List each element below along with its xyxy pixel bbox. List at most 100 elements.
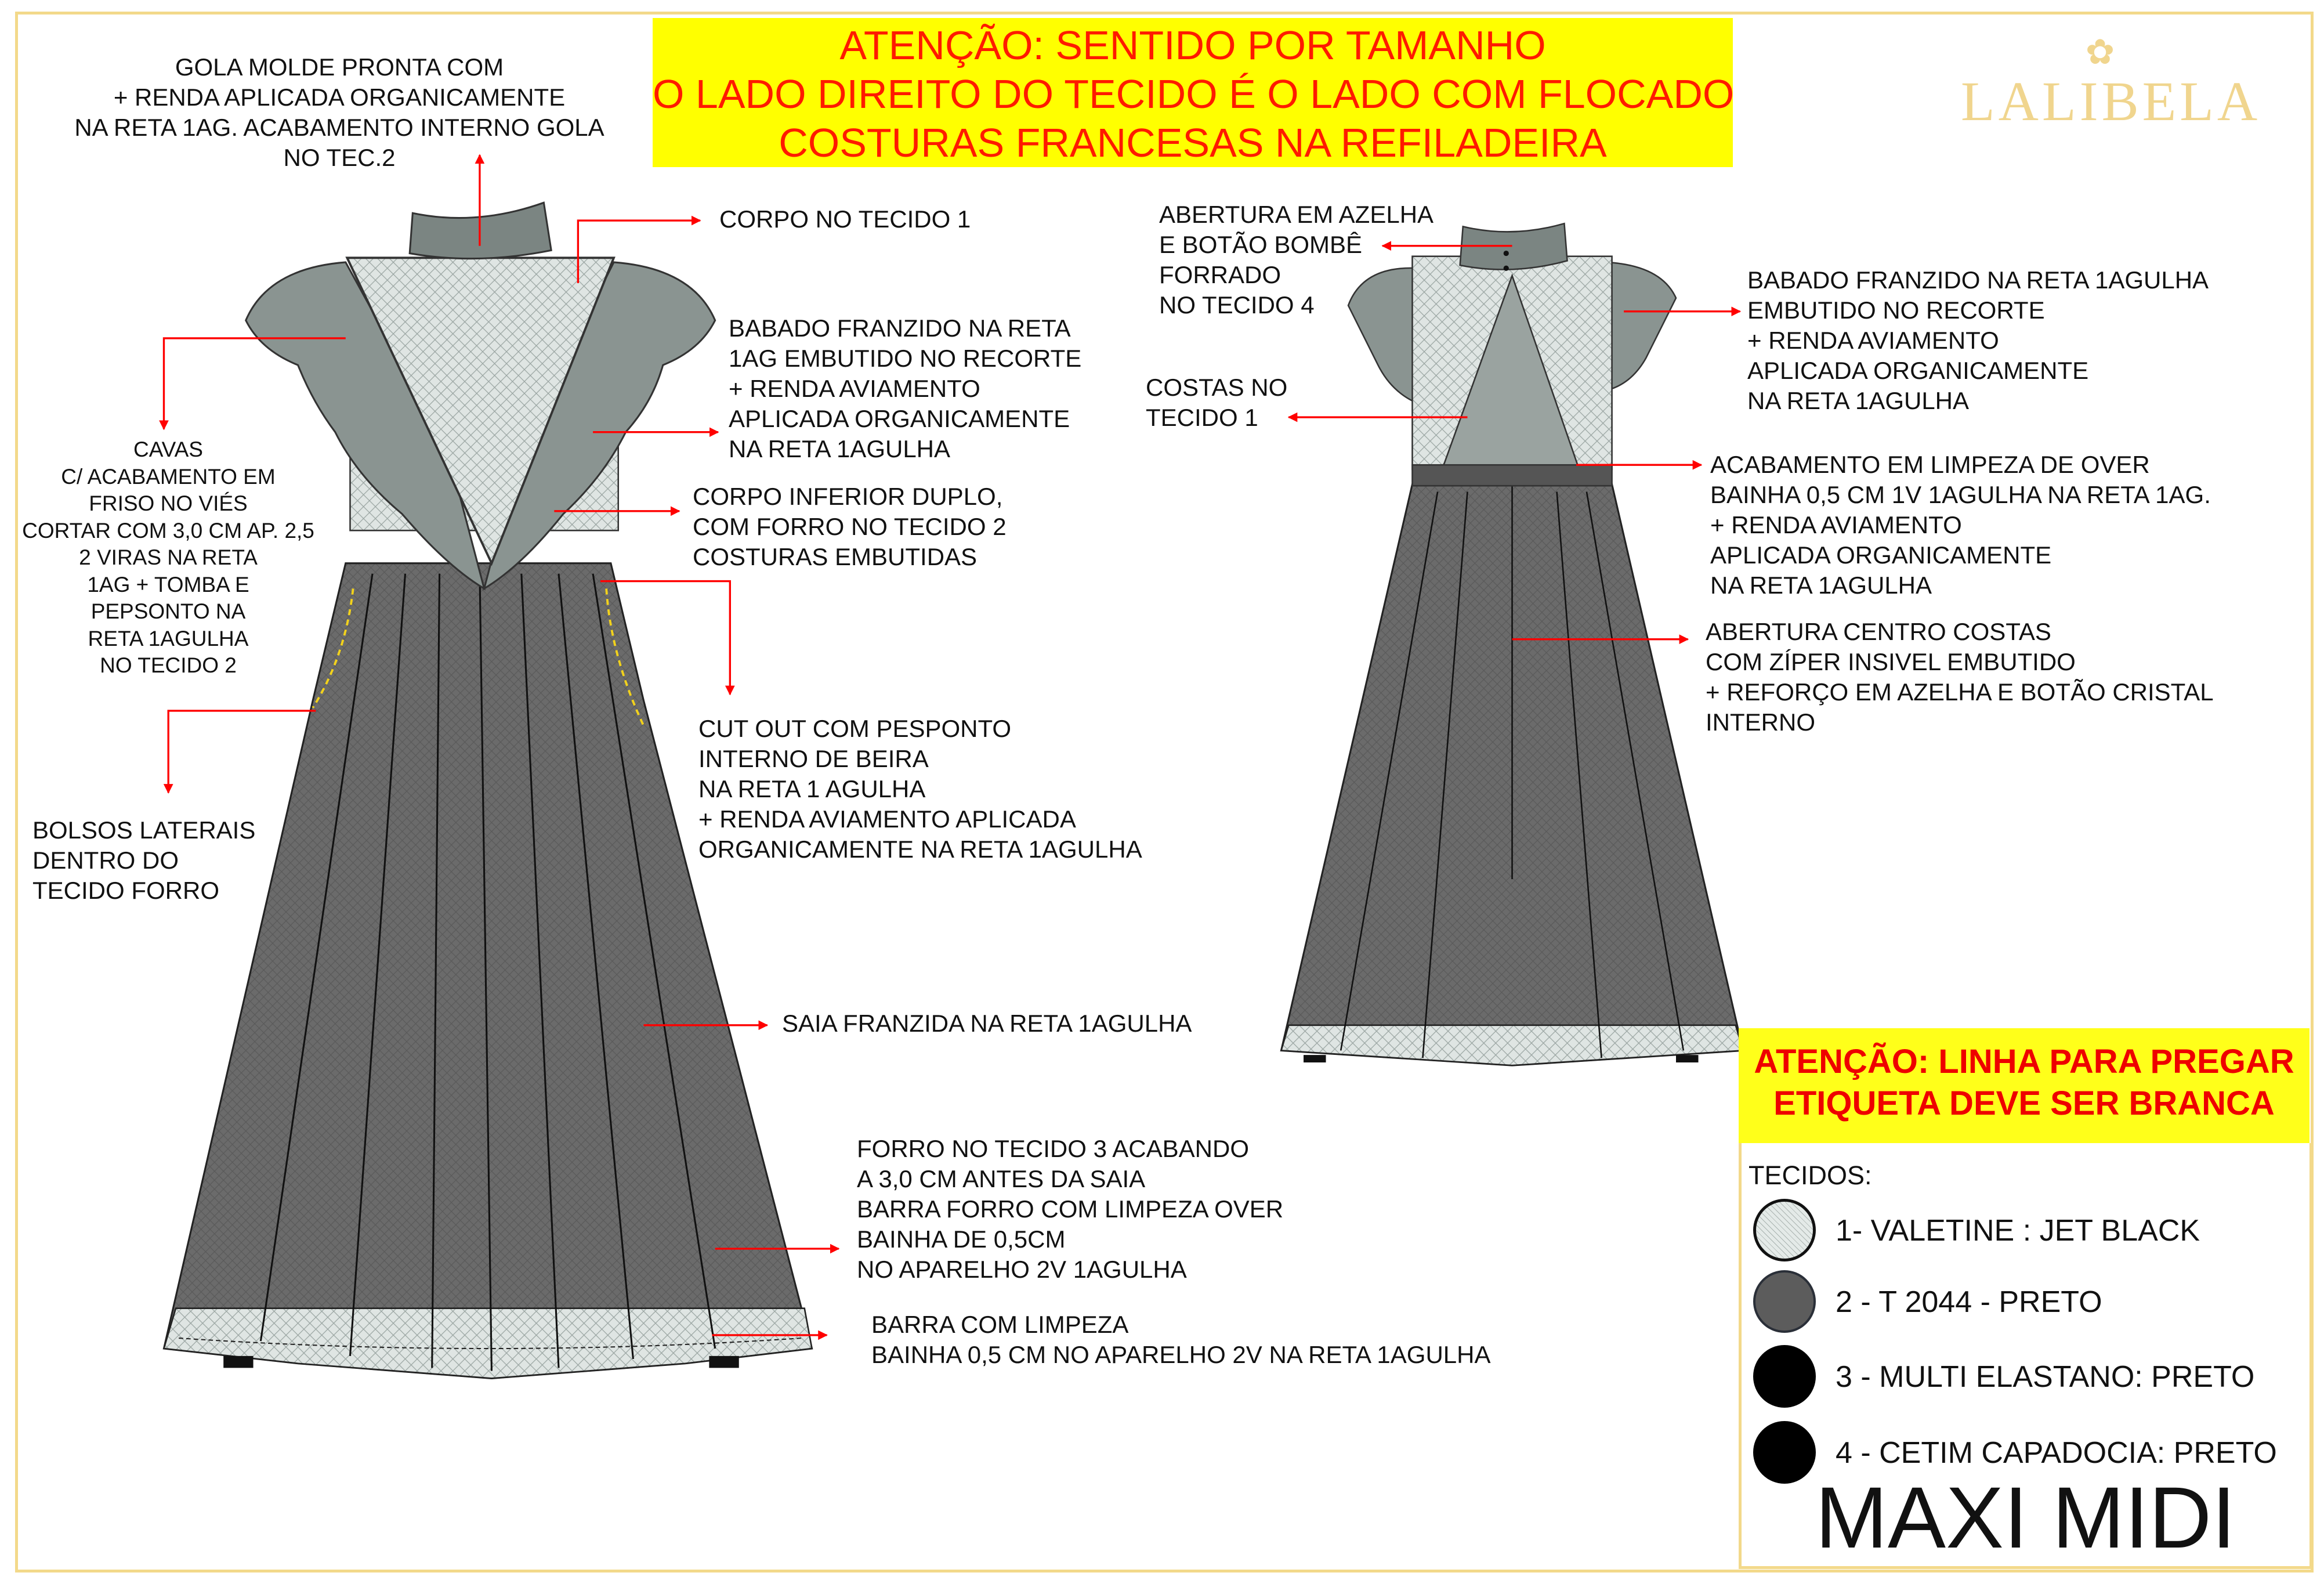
note-line: PEPSONTO NA [91,599,246,623]
note-line: ORGANICAMENTE NA RETA 1AGULHA [698,836,1142,863]
note-line: E BOTÃO BOMBÊ [1159,231,1363,258]
note-line: APLICADA ORGANICAMENTE [1747,357,2089,384]
note-bolsos: BOLSOS LATERAIS DENTRO DO TECIDO FORRO [32,815,255,906]
note-line: EMBUTIDO NO RECORTE [1747,297,2045,324]
button-icon [1503,265,1509,271]
note-cut-out: CUT OUT COM PESPONTO INTERNO DE BEIRA NA… [698,714,1142,865]
brand-logo: ✿ LALIBELA [1961,32,2261,133]
note-line: BAINHA DE 0,5CM [857,1226,1066,1253]
sheet-frame [15,12,2314,1572]
note-line: NA RETA 1AGULHA [729,435,951,462]
logo-text: LALIBELA [1961,70,2261,132]
note-line: TECIDO FORRO [32,877,219,904]
note-line: + RENDA AVIAMENTO [1710,511,1962,538]
legend-label: 1- VALETINE : JET BLACK [1836,1214,2200,1248]
note-line: ABERTURA CENTRO COSTAS [1706,618,2051,645]
notice-line: COSTURAS FRANCESAS NA REFILADEIRA [779,120,1607,165]
legend-item: 1- VALETINE : JET BLACK [1742,1199,2298,1268]
note-line: NO TECIDO 2 [100,653,237,677]
arrow-bolsos [163,710,316,794]
legend-item: 2 - T 2044 - PRETO [1742,1270,2298,1340]
back-ruffle-left [1347,267,1424,407]
note-costas: COSTAS NO TECIDO 1 [1146,373,1287,433]
arrow-cavas [159,337,346,431]
solid-swatch-icon [1753,1421,1816,1484]
fabric-legend: TECIDOS: 1- VALETINE : JET BLACK 2 - T 2… [1739,1143,2312,1569]
back-collar [1459,222,1568,270]
note-line: INTERNO [1706,708,1815,736]
front-skirt [162,562,813,1379]
arrow-cut-out [600,580,735,696]
note-line: TECIDO 1 [1146,404,1258,431]
note-corpo-inferior: CORPO INFERIOR DUPLO, COM FORRO NO TECID… [693,482,1007,572]
note-line: + RENDA AVIAMENTO APLICADA [698,805,1076,833]
note-cavas: CAVAS C/ ACABAMENTO EM FRISO NO VIÉS COR… [6,436,331,679]
legend-label: 3 - MULTI ELASTANO: PRETO [1836,1360,2255,1394]
note-line: CORTAR COM 3,0 CM AP. 2,5 [22,518,314,543]
label-notice: ATENÇÃO: LINHA PARA PREGAR ETIQUETA DEVE… [1739,1028,2309,1143]
note-line: COSTAS NO [1146,374,1288,401]
lace-swatch-icon [1753,1199,1816,1261]
front-hem-lace [162,1307,813,1379]
notice-line: ATENÇÃO: LINHA PARA PREGAR [1754,1043,2294,1080]
note-line: NO APARELHO 2V 1AGULHA [857,1256,1187,1283]
note-line: + RENDA AVIAMENTO [729,375,980,402]
legend-label: 4 - CETIM CAPADOCIA: PRETO [1836,1436,2277,1470]
note-line: APLICADA ORGANICAMENTE [1710,541,2052,569]
button-icon [1503,250,1509,256]
back-waistband [1411,464,1613,487]
model-name: MAXI MIDI [1815,1469,2236,1566]
legend-title: TECIDOS: [1749,1161,1872,1190]
note-line: CAVAS [133,438,203,461]
note-line: NO TECIDO 4 [1159,291,1315,319]
note-line: + RENDA AVIAMENTO [1747,327,1999,354]
note-line: FRISO NO VIÉS [89,491,248,515]
notice-line: O LADO DIREITO DO TECIDO É O LADO COM FL… [653,71,1735,117]
note-line: 2 VIRAS NA RETA [79,545,258,569]
note-line: FORRADO [1159,261,1281,288]
back-ruffle-right [1605,261,1677,392]
note-line: COM FORRO NO TECIDO 2 [693,513,1007,540]
note-forro: FORRO NO TECIDO 3 ACABANDO A 3,0 CM ANTE… [857,1134,1283,1285]
note-line: NA RETA 1AGULHA [1710,572,1932,599]
back-hem-lace [1280,1024,1744,1067]
legend-label: 2 - T 2044 - PRETO [1836,1285,2102,1319]
pocket-line-left [312,588,354,708]
front-ruffle-right [483,261,716,591]
note-corpo: CORPO NO TECIDO 1 [719,204,971,234]
note-line: COM ZÍPER INSIVEL EMBUTIDO [1706,648,2076,675]
note-line: SAIA FRANZIDA NA RETA 1AGULHA [782,1010,1192,1037]
note-babado-front: BABADO FRANZIDO NA RETA 1AG EMBUTIDO NO … [729,313,1081,464]
notice-line: ATENÇÃO: SENTIDO POR TAMANHO [839,23,1546,68]
note-line: GOLA MOLDE PRONTA COM [175,53,504,81]
note-barra: BARRA COM LIMPEZA BAINHA 0,5 CM NO APARE… [871,1310,1490,1370]
note-line: INTERNO DE BEIRA [698,745,929,772]
note-line: NA RETA 1AG. ACABAMENTO INTERNO GOLA [74,114,604,141]
note-line: BABADO FRANZIDO NA RETA [729,314,1071,342]
legend-item: 3 - MULTI ELASTANO: PRETO [1742,1345,2298,1415]
note-line: CUT OUT COM PESPONTO [698,715,1012,742]
note-line: + REFORÇO EM AZELHA E BOTÃO CRISTAL [1706,678,2214,706]
header-notice: ATENÇÃO: SENTIDO POR TAMANHO O LADO DIRE… [653,18,1735,167]
note-gola: GOLA MOLDE PRONTA COM + RENDA APLICADA O… [49,52,629,173]
legend-item: 4 - CETIM CAPADOCIA: PRETO [1742,1421,2298,1491]
note-babado-back: BABADO FRANZIDO NA RETA 1AGULHA EMBUTIDO… [1747,265,2209,416]
note-line: DENTRO DO [32,847,179,874]
note-line: BARRA COM LIMPEZA [871,1311,1129,1338]
solid-swatch-icon [1753,1270,1816,1333]
note-line: FORRO NO TECIDO 3 ACABANDO [857,1135,1249,1162]
note-line: APLICADA ORGANICAMENTE [729,405,1070,432]
note-line: NA RETA 1 AGULHA [698,775,926,802]
note-saia: SAIA FRANZIDA NA RETA 1AGULHA [782,1008,1192,1039]
note-line: RETA 1AGULHA [88,626,249,650]
bee-icon: ✿ [2085,32,2115,71]
note-abertura-centro: ABERTURA CENTRO COSTAS COM ZÍPER INSIVEL… [1706,617,2214,738]
solid-swatch-icon [1753,1345,1816,1408]
note-line: 1AG + TOMBA E [87,572,249,597]
note-line: NA RETA 1AGULHA [1747,387,1970,414]
note-line: C/ ACABAMENTO EM [61,464,276,489]
note-line: COSTURAS EMBUTIDAS [693,543,978,570]
note-line: BOLSOS LATERAIS [32,816,256,844]
back-dress [1280,222,1744,1067]
